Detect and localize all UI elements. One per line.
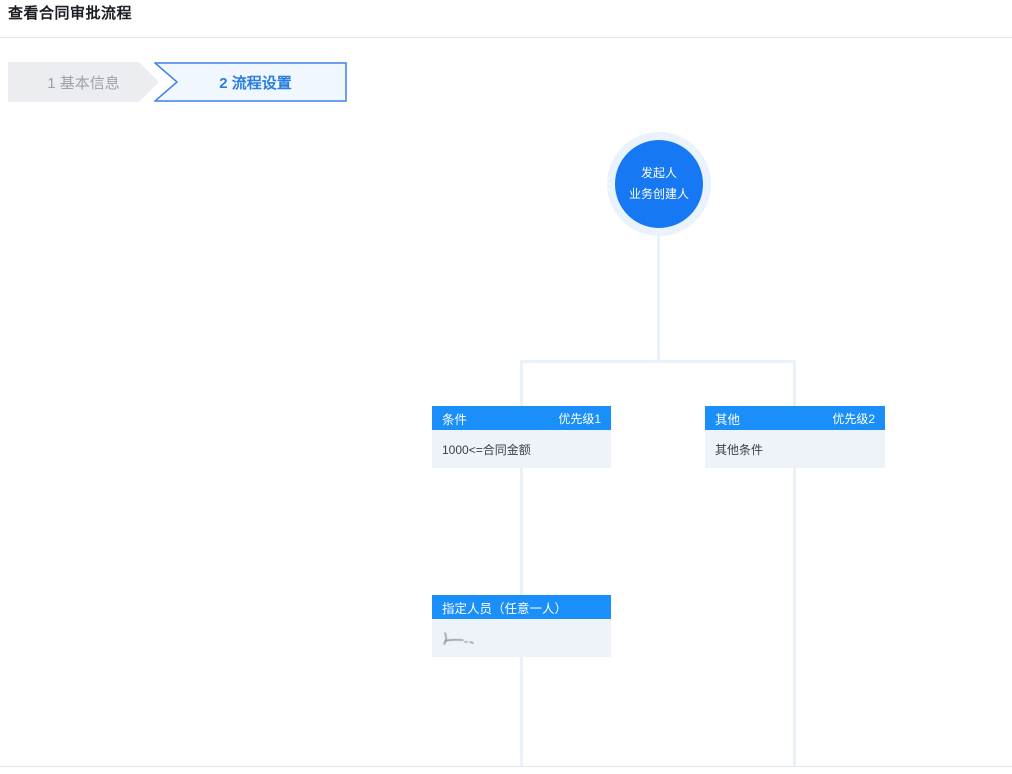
condition-card-2[interactable]: 其他 优先级2 其他条件 — [705, 406, 885, 468]
approver-card-body — [432, 619, 611, 657]
condition-card-1-header: 条件 优先级1 — [432, 406, 611, 430]
tab-basic-info-label: 1 基本信息 — [47, 74, 120, 92]
tab-basic-info[interactable]: 1 基本信息 — [8, 62, 159, 102]
connector-branch-right — [793, 360, 796, 766]
condition-card-2-expression: 其他条件 — [715, 442, 764, 457]
condition-card-2-title: 其他 — [715, 412, 741, 427]
condition-card-2-priority: 优先级2 — [832, 411, 875, 426]
tab-process-settings-label: 2 流程设置 — [219, 74, 292, 92]
approver-card-title: 指定人员（任意一人） — [442, 601, 568, 616]
connector-branch-left — [520, 360, 523, 766]
condition-card-1-body: 1000<=合同金额 — [432, 430, 611, 468]
start-node[interactable]: 发起人 业务创建人 — [615, 140, 703, 228]
start-node-creator: 业务创建人 — [628, 187, 689, 201]
condition-card-1[interactable]: 条件 优先级1 1000<=合同金额 — [432, 406, 611, 468]
connector-branch-horizontal — [520, 360, 796, 363]
header-divider — [0, 37, 1012, 38]
condition-card-2-body: 其他条件 — [705, 430, 885, 468]
assignee-name-redacted — [443, 632, 474, 645]
approver-card[interactable]: 指定人员（任意一人） — [432, 595, 611, 657]
condition-card-1-title: 条件 — [442, 412, 468, 427]
page-title: 查看合同审批流程 — [8, 5, 133, 22]
condition-card-2-header: 其他 优先级2 — [705, 406, 885, 430]
footer-divider — [0, 766, 1012, 767]
condition-card-1-expression: 1000<=合同金额 — [442, 442, 531, 457]
start-node-role: 发起人 — [640, 166, 677, 180]
connector-start-to-branch — [657, 232, 660, 362]
tab-process-settings[interactable]: 2 流程设置 — [154, 62, 347, 102]
approver-card-header: 指定人员（任意一人） — [432, 595, 611, 619]
active-step-arrow-shape — [154, 62, 347, 102]
step-wizard: 1 基本信息 2 流程设置 — [8, 62, 348, 102]
condition-card-1-priority: 优先级1 — [558, 411, 601, 426]
